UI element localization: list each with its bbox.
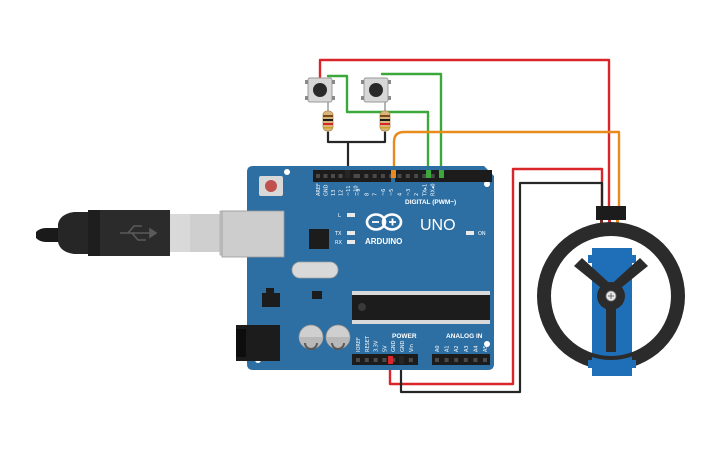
analog-pin-label: A4: [473, 345, 479, 352]
power-pin-label: 3.3V: [374, 340, 380, 352]
led-l-label: L: [338, 213, 341, 219]
digital-pin-hole[interactable]: [364, 174, 369, 178]
analog-pin-hole[interactable]: [454, 358, 459, 362]
analog-header[interactable]: [432, 354, 490, 365]
digital-pin-hole[interactable]: [430, 174, 435, 178]
analog-pin-label: A0: [435, 345, 441, 352]
power-pin-hole[interactable]: [408, 358, 413, 362]
led-rx-label: RX: [335, 240, 342, 246]
servo-connector: [596, 206, 626, 220]
power-pin-label: GND: [391, 340, 397, 352]
arduino-uno-board[interactable]: L TX RX ON: [221, 166, 494, 370]
digital-pin-holes: [316, 174, 435, 178]
wires: [318, 58, 621, 394]
digital-pin-label: 8: [364, 193, 370, 196]
digital-pin-label: ~10: [354, 185, 360, 196]
power-pin-hole[interactable]: [373, 358, 378, 362]
crystal: [291, 261, 339, 279]
reset-button[interactable]: [259, 176, 283, 196]
analog-pin-label: A3: [464, 345, 470, 352]
digital-pin-label: 4: [398, 193, 404, 196]
analog-pin-hole[interactable]: [444, 358, 449, 362]
wire-endpoints: [345, 170, 444, 364]
button-cap[interactable]: [369, 83, 383, 97]
resistor-2[interactable]: [379, 102, 391, 132]
power-pin-hole[interactable]: [391, 358, 396, 362]
digital-pin-label: 12: [339, 190, 345, 196]
power-pin-hole[interactable]: [356, 358, 360, 362]
power-label: POWER: [392, 333, 417, 340]
power-pin-hole[interactable]: [364, 358, 369, 362]
digital-pin-hole[interactable]: [316, 174, 320, 178]
digital-pin-label: TX▸1: [422, 184, 428, 197]
digital-pin-hole[interactable]: [323, 174, 328, 178]
wire-red-5v: [318, 58, 611, 210]
power-pin-label: RESET: [365, 335, 371, 352]
digital-pin-hole[interactable]: [422, 174, 427, 178]
digital-pin-hole[interactable]: [356, 174, 360, 178]
digital-pin-hole[interactable]: [353, 174, 358, 178]
servo-motor[interactable]: [537, 206, 685, 376]
status-leds: L TX RX ON: [334, 213, 486, 246]
digital-pin-hole[interactable]: [338, 174, 343, 178]
digital-pin-label: ~6: [381, 189, 387, 196]
digital-pin-label: GND: [324, 184, 330, 196]
digital-pin-label: ~9: [356, 189, 362, 196]
pushbutton-1[interactable]: [305, 77, 335, 103]
pushbutton-2[interactable]: [361, 77, 391, 103]
power-pin-label: IOREF: [356, 337, 362, 352]
led-on-label: ON: [478, 231, 486, 237]
capacitor-1: [298, 324, 324, 350]
arduino-logo-icon: [365, 213, 403, 231]
board-model: UNO: [420, 217, 456, 234]
analog-pin-hole[interactable]: [435, 358, 439, 362]
arduino-logo-text: ARDUINO: [365, 237, 402, 246]
power-pin-label: GND: [400, 340, 406, 352]
led-tx-label: TX: [334, 231, 342, 237]
digital-pin-label: ~5: [389, 189, 395, 196]
analog-pin-label: A5: [483, 345, 489, 352]
digital-pin-label: RX◂0: [431, 183, 437, 196]
digital-pin-label: ~3: [406, 189, 412, 196]
digital-pin-hole[interactable]: [380, 174, 385, 178]
power-pin-hole[interactable]: [382, 358, 387, 362]
analog-pin-hole[interactable]: [483, 358, 487, 362]
digital-pin-hole[interactable]: [414, 174, 419, 178]
servo-wheel[interactable]: [537, 222, 685, 376]
power-pin-label: Vin: [409, 344, 415, 352]
usb-icon: [120, 225, 158, 241]
atmega-chip: [352, 291, 490, 324]
wire-red-5v-bottom: [388, 167, 604, 386]
capacitor-2: [325, 324, 351, 350]
digital-pin-hole[interactable]: [405, 174, 410, 178]
analog-pin-hole[interactable]: [473, 358, 478, 362]
digital-pin-label: 13: [331, 190, 337, 196]
digital-pin-hole[interactable]: [397, 174, 402, 178]
regulator: [262, 293, 280, 307]
digital-pin-hole[interactable]: [331, 174, 335, 178]
analog-pin-label: A1: [445, 345, 451, 352]
analog-pin-label: A2: [454, 345, 460, 352]
digital-pin-label: 2: [414, 193, 420, 196]
wire-orange-signal: [392, 130, 621, 210]
digital-pin-label: 7: [373, 193, 379, 196]
usb-cable: [36, 210, 253, 256]
analog-label: ANALOG IN: [446, 333, 483, 340]
usb-socket: [221, 210, 285, 258]
digital-pin-hole[interactable]: [372, 174, 377, 178]
resistor-1[interactable]: [322, 102, 334, 132]
usb-chip: [309, 229, 329, 249]
digital-pin-label: AREF: [316, 183, 322, 196]
wire-green-pin5: [380, 72, 443, 174]
digital-pin-label: ~11: [346, 185, 352, 196]
analog-pin-hole[interactable]: [463, 358, 468, 362]
digital-header-label: DIGITAL (PWM~): [405, 199, 456, 206]
button-cap[interactable]: [313, 83, 327, 97]
wire-black-servo-gnd: [399, 181, 604, 394]
power-pin-label: 5V: [382, 345, 388, 352]
